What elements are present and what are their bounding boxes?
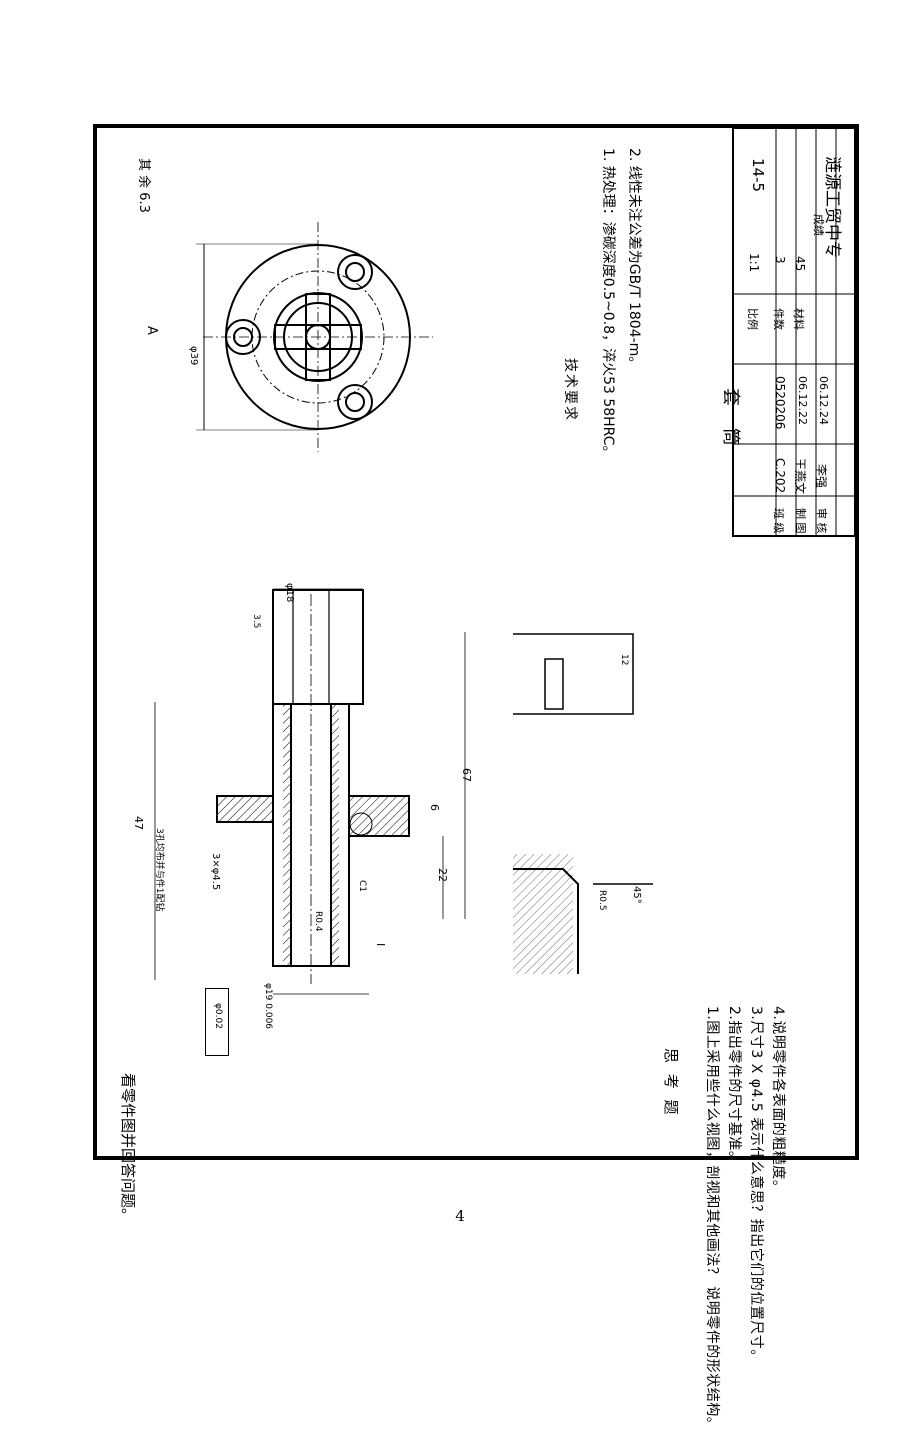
dim-detail-id: I: [374, 943, 387, 947]
tb-grade-label: 成绩: [812, 214, 825, 236]
tb-school: 涟源工贸中专: [822, 156, 842, 258]
tb-qty-label: 件数: [772, 308, 785, 330]
dim-l6: 6: [428, 804, 441, 811]
dim-l12: 12: [619, 654, 629, 666]
tb-drawn-label: 制 图: [794, 508, 807, 534]
dim-r04: R0.4: [313, 911, 323, 932]
tb-drawn-name: 王燕文: [793, 458, 807, 495]
tb-class-label: 班 级: [772, 508, 785, 534]
dim-c1: C1: [357, 880, 367, 893]
dim-a45: 45°: [631, 886, 642, 904]
dim-holes: 3×φ4.5: [210, 853, 221, 891]
end-view: [196, 222, 433, 452]
tb-scale-label: 比例: [746, 308, 759, 330]
tb-drawn-date: 06.12.22: [796, 376, 809, 425]
tb-material: 45: [793, 256, 807, 272]
page-number: 4: [455, 1207, 465, 1225]
concentricity-frame: φ0.02: [205, 988, 229, 1056]
detail-view-keyway: [513, 633, 634, 715]
tb-check-date: 06.12.24: [817, 376, 830, 425]
part-drawing: φ39: [154, 127, 856, 995]
dim-l35: 3.5: [251, 614, 261, 629]
tb-scale: 1:1: [747, 253, 761, 273]
dim-l22: 22: [436, 868, 449, 882]
drawing-sheet: 看零件图并回答问题。 思 考 题 1.图上采用些什么视图，剖视和其他画法？ 说明…: [93, 124, 859, 1431]
tb-check-label: 审 核: [815, 508, 828, 534]
dim-l47: 47: [132, 816, 145, 830]
dim-r05: R0.5: [597, 890, 607, 911]
dim-l67: 67: [460, 768, 473, 782]
dim-d18: φ18: [284, 583, 295, 603]
detail-view-fillet: [513, 854, 653, 974]
section-view: [216, 589, 410, 984]
tb-check-name: 李强: [814, 464, 828, 489]
dim-d19: φ19 0.006: [263, 983, 273, 1030]
dim-d39: φ39: [188, 346, 199, 365]
tb-student-no: 0520206: [773, 376, 787, 430]
tb-drawing-no: 14-5: [749, 158, 767, 193]
dimension-lines: [154, 588, 466, 995]
tb-qty: 3: [773, 256, 787, 264]
title-block-frame: [732, 127, 856, 537]
tb-material-label: 材料: [792, 308, 805, 330]
tb-class-value: C.202: [773, 458, 787, 494]
dim-ref-note: 3孔均布并与件1配钻: [154, 828, 164, 912]
tb-part-name: 套 筒: [720, 388, 741, 454]
